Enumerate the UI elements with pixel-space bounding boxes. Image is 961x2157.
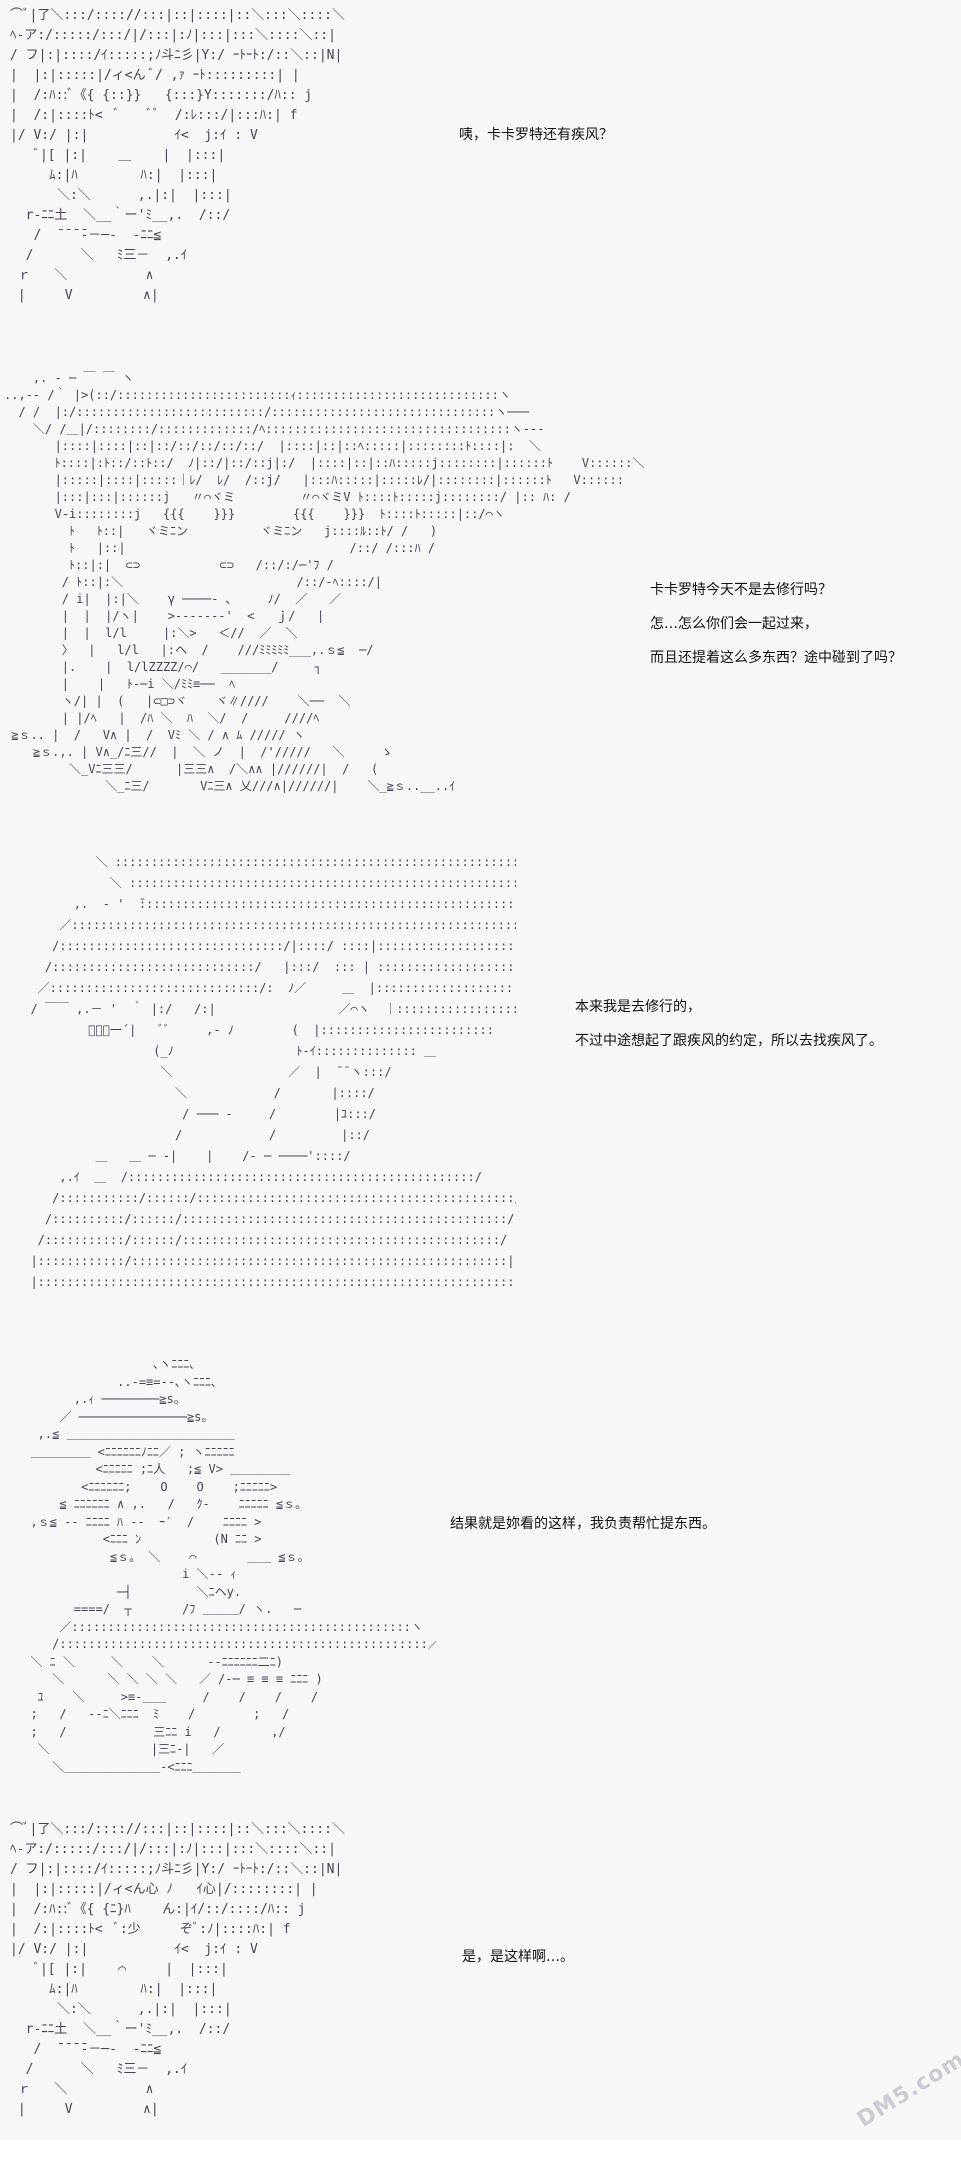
ascii-art-character: ⌒ﾞ|了＼:::/:::://:::|::|::::|::＼:::＼::::＼ … [10, 8, 345, 303]
dialogue-line: 咦，卡卡罗特还有疾风？ [459, 127, 613, 143]
dialogue-text: 结果就是妳看的这样，我负责帮忙提东西。 [450, 1507, 716, 1541]
dialogue-line: 是，是这样啊…。 [462, 1949, 574, 1965]
ascii-art-character: ＼ ::::::::::::::::::::::::::::::::::::::… [30, 855, 516, 1289]
dialogue-text: 卡卡罗特今天不是去修行吗？ 怎…怎么你们会一起过来， 而且还提着这么多东西？途中碰到… [650, 573, 902, 675]
panel-4: ､ヽﾆﾆﾆ､ ..‐=≡=--､ヽﾆﾆﾆ､ ,.ｨ ────────≧s。 ／ … [0, 1352, 961, 1782]
dialogue-line: 不过中途想起了跟疾风的约定，所以去找疾风了。 [575, 1033, 883, 1049]
dialogue-line: 怎…怎么你们会一起过来， [650, 616, 818, 632]
panel-3: ＼ ::::::::::::::::::::::::::::::::::::::… [0, 848, 961, 1308]
dialogue-line: 本来我是去修行的， [575, 999, 701, 1015]
dialogue-line: 而且还提着这么多东西？途中碰到了吗？ [650, 650, 902, 666]
dialogue-text: 咦，卡卡罗特还有疾风？ [459, 118, 613, 152]
dialogue-text: 本来我是去修行的， 不过中途想起了跟疾风的约定，所以去找疾风了。 [575, 990, 883, 1058]
ascii-art-character: ⌒ﾞ|了＼:::/:::://:::|::|::::|::＼:::＼::::＼ … [10, 1822, 345, 2117]
panel-5: ⌒ﾞ|了＼:::/:::://:::|::|::::|::＼:::＼::::＼ … [0, 1820, 961, 2140]
ascii-art-character: ,. ‐ ─ ￣ ￣ ヽ ..,-‐ /｀ |>(::/::::::::::::… [4, 371, 644, 793]
dialogue-text: 是，是这样啊…。 [462, 1940, 574, 1974]
ascii-art-character: ､ヽﾆﾆﾆ､ ..‐=≡=--､ヽﾆﾆﾆ､ ,.ｨ ────────≧s。 ／ … [30, 1357, 436, 1774]
panel-2: ,. ‐ ─ ￣ ￣ ヽ ..,-‐ /｀ |>(::/::::::::::::… [0, 370, 961, 800]
dialogue-line: 卡卡罗特今天不是去修行吗？ [650, 582, 832, 598]
panel-1: ⌒ﾞ|了＼:::/:::://:::|::|::::|::＼:::＼::::＼ … [0, 0, 961, 330]
dialogue-line: 结果就是妳看的这样，我负责帮忙提东西。 [450, 1516, 716, 1532]
